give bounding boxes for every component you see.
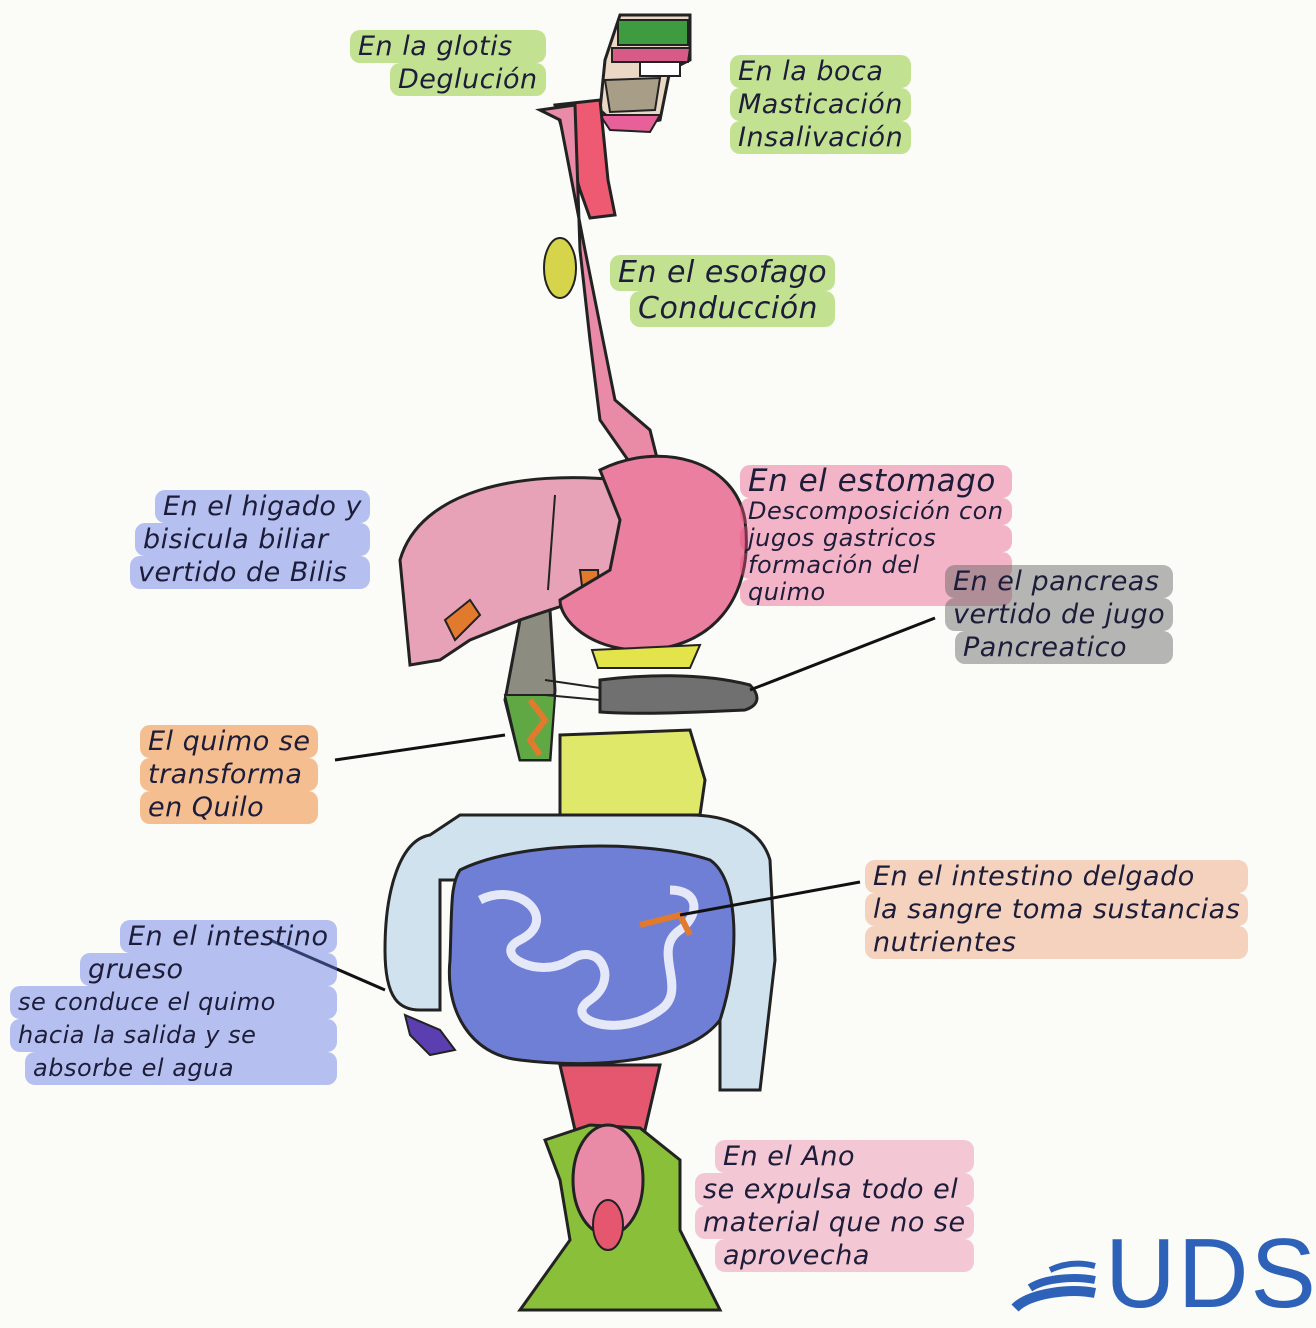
- label-ano-line-3: material que no se: [695, 1206, 974, 1239]
- small-intestine-drawing: [449, 846, 734, 1064]
- label-intestino-grueso-line-3: se conduce el quimo: [10, 986, 337, 1019]
- label-boca-line-1: En la boca: [730, 55, 911, 88]
- label-intestino-delgado: En el intestino delgado la sangre toma s…: [865, 860, 1248, 959]
- label-esofago-line-1: En el esofago: [610, 255, 835, 291]
- label-pancreas: En el pancreas vertido de jugo Pancreati…: [945, 565, 1173, 664]
- label-intestino-grueso-line-5: absorbe el agua: [25, 1052, 337, 1085]
- label-pancreas-line-3: Pancreatico: [955, 631, 1173, 664]
- label-quimo: El quimo se transforma en Quilo: [140, 725, 318, 824]
- label-quimo-line-1: El quimo se: [140, 725, 318, 758]
- label-ano-line-4: aprovecha: [715, 1239, 974, 1272]
- mouth-drawing: [600, 15, 690, 132]
- label-esofago-line-2: Conducción: [630, 291, 835, 327]
- label-glotis: En la glotis Deglución: [350, 30, 546, 96]
- label-ano-line-1: En el Ano: [715, 1140, 974, 1173]
- rectum-drawing: [520, 1065, 720, 1310]
- label-ano: En el Ano se expulsa todo el material qu…: [695, 1140, 974, 1272]
- duodenum-drawing: [505, 610, 555, 760]
- label-higado-line-2: bisicula biliar: [135, 523, 370, 556]
- label-intestino-grueso-line-1: En el intestino: [120, 920, 337, 953]
- pointer-line-quimo: [335, 735, 505, 760]
- label-pancreas-line-1: En el pancreas: [945, 565, 1173, 598]
- label-higado-line-1: En el higado y: [155, 490, 370, 523]
- uds-logo-text: UDS: [1105, 1218, 1316, 1328]
- label-quimo-line-3: en Quilo: [140, 791, 318, 824]
- label-boca: En la boca Masticación Insalivación: [730, 55, 911, 154]
- label-glotis-line-2: Deglución: [390, 63, 546, 96]
- label-intestino-grueso-line-2: grueso: [80, 953, 337, 986]
- label-intestino-grueso: En el intestino grueso se conduce el qui…: [10, 920, 337, 1085]
- label-intestino-grueso-line-4: hacia la salida y se: [10, 1019, 337, 1052]
- label-higado-line-3: vertido de Bilis: [130, 556, 370, 589]
- label-estomago-line-1: En el estomago: [740, 465, 1012, 498]
- label-intestino-delgado-line-2: la sangre toma sustancias: [865, 893, 1248, 926]
- label-boca-line-2: Masticación: [730, 88, 911, 121]
- pancreas-drawing: [545, 676, 757, 714]
- label-estomago-line-3: jugos gastricos: [740, 525, 1012, 552]
- label-pancreas-line-2: vertido de jugo: [945, 598, 1173, 631]
- pointer-line-pancreas: [750, 618, 935, 690]
- label-intestino-delgado-line-3: nutrientes: [865, 926, 1248, 959]
- yellow-organ-drawing: [560, 730, 705, 815]
- label-estomago-line-2: Descomposición con: [740, 498, 1012, 525]
- label-ano-line-2: se expulsa todo el: [695, 1173, 974, 1206]
- label-quimo-line-2: transforma: [140, 758, 318, 791]
- label-boca-line-3: Insalivación: [730, 121, 911, 154]
- label-glotis-line-1: En la glotis: [350, 30, 546, 63]
- label-higado: En el higado y bisicula biliar vertido d…: [130, 490, 370, 589]
- label-intestino-delgado-line-1: En el intestino delgado: [865, 860, 1248, 893]
- label-esofago: En el esofago Conducción: [610, 255, 835, 327]
